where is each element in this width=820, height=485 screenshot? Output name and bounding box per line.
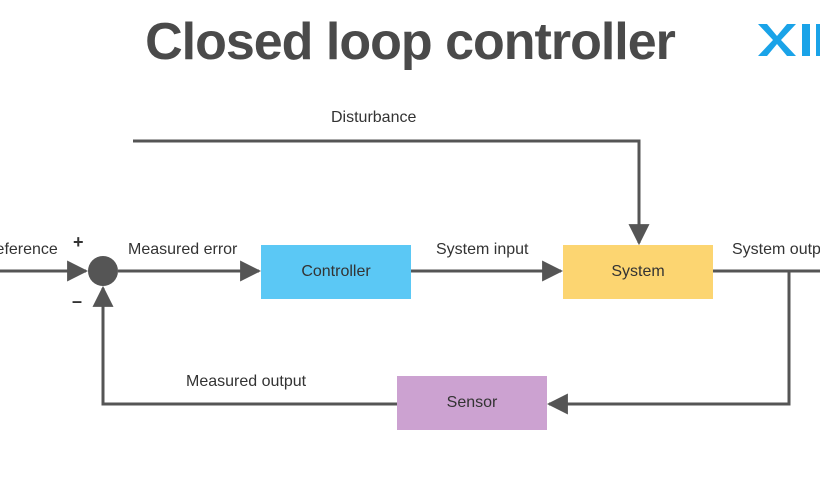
disturbance-arrow <box>133 139 650 246</box>
brand-logo <box>758 22 820 61</box>
controller-block: Controller <box>261 245 411 299</box>
summing-junction <box>88 256 118 286</box>
logo-mark-icon <box>758 24 820 56</box>
feedback-to-sensor-arrow <box>546 271 791 415</box>
disturbance-label: Disturbance <box>331 109 417 126</box>
controller-label: Controller <box>301 263 371 280</box>
sensor-block: Sensor <box>397 376 547 430</box>
measured-error-label: Measured error <box>128 241 238 258</box>
system-input-label: System input <box>436 241 529 258</box>
measured-output-arrow <box>92 285 397 406</box>
plus-sign: + <box>73 232 84 252</box>
reference-label: Reference <box>0 241 58 258</box>
system-label: System <box>611 263 665 280</box>
diagram-title: Closed loop controller <box>145 13 676 71</box>
measured-output-label: Measured output <box>186 373 307 390</box>
sensor-label: Sensor <box>446 394 498 411</box>
system-output-label: System output <box>732 241 820 258</box>
system-block: System <box>563 245 713 299</box>
minus-sign: – <box>72 291 83 311</box>
